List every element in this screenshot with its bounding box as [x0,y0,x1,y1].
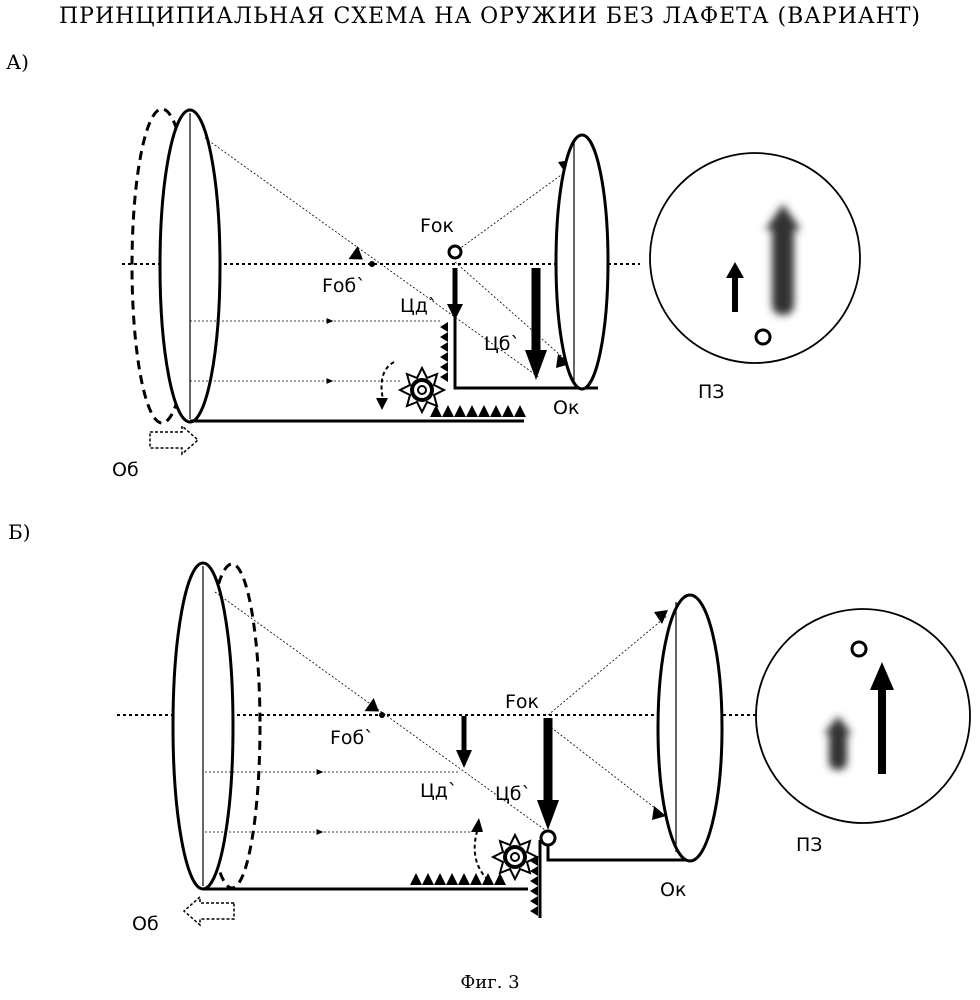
real-target-label: Цд` [420,780,457,802]
target-image-arrowhead-icon [525,350,547,380]
rotation-arrow-icon [380,361,395,405]
ray-arrowhead-icon [654,610,668,624]
fov-target-arrowhead-icon [870,662,894,690]
real-target-arrowhead-icon [447,304,463,320]
ray-arrowhead-icon [364,698,379,712]
light-ray [454,164,576,253]
eyepiece-label: Ок [553,397,579,419]
field-of-view [649,152,861,364]
fov-target-arrowhead-icon [726,262,744,278]
rack-horizontal [430,405,526,417]
rotation-arrow-icon [473,827,489,881]
panel-a-label: А) [6,50,29,74]
blurred-target-image [824,716,852,770]
target-image-label: Цб` [484,333,520,355]
gear-icon [490,832,540,882]
blurred-target-image [765,204,801,315]
real-target-arrowhead-icon [456,750,472,768]
rotation-arrowhead-icon [376,398,388,410]
eyepiece-lens [554,133,610,391]
eyepiece-focus-marker [447,244,463,260]
rotation-arrowhead-icon [471,818,483,832]
real-target-label: Цд` [400,295,437,317]
eyepiece-lens [656,593,724,863]
objective-focus-marker [379,712,385,718]
gear-icon [397,365,447,415]
eyepiece-focus-label: Fок [505,691,539,713]
light-ray [214,591,549,833]
panel-a: Об Fок Fоб` [112,107,861,481]
eyepiece-focus-label: Fок [420,215,454,237]
eyepiece-label: Ок [660,879,686,901]
shift-arrow-icon [149,424,200,456]
panel-b-label: Б) [8,520,31,544]
rack-vertical [530,856,538,916]
objective-label: Об [132,913,159,935]
shift-arrow-icon [182,895,235,927]
objective-focus-marker [369,261,375,267]
eyepiece-bracket [546,845,694,862]
field-of-view-label: ПЗ [796,834,822,856]
objective-label: Об [112,459,139,481]
light-ray [547,614,669,716]
figure-title: ПРИНЦИПИАЛЬНАЯ СХЕМА НА ОРУЖИИ БЕЗ ЛАФЕТ… [58,4,922,29]
rack-vertical [440,322,448,382]
light-ray [547,724,665,816]
fov-aim-marker [850,640,868,658]
light-ray [204,137,541,379]
target-image-label: Цб` [495,783,531,805]
ray-arrowhead-icon [348,246,363,260]
ray-arrowhead-icon [652,806,666,820]
field-of-view-label: ПЗ [698,381,724,403]
objective-focus-label: Fоб` [330,727,374,749]
target-image-arrowhead-icon [537,800,559,830]
figure-caption: Фиг. 3 [460,972,520,993]
eyepiece-focus-marker [539,829,557,847]
objective-focus-label: Fоб` [322,275,366,297]
light-ray [454,261,569,363]
field-of-view [755,608,971,824]
rack-horizontal [410,873,506,885]
fov-aim-marker [754,328,772,346]
panel-b: Об Fоб` Fок [117,561,971,935]
